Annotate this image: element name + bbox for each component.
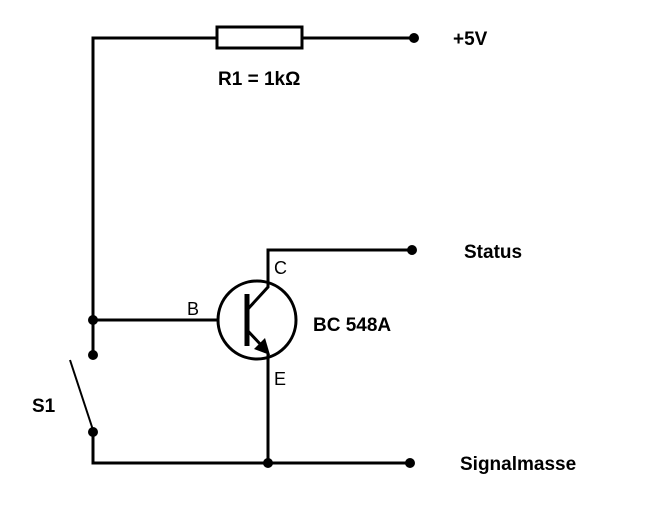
switch-label: S1	[32, 396, 56, 417]
emitter-lead	[244, 327, 265, 349]
transistor-body	[216, 279, 298, 361]
resistor-r1	[215, 25, 304, 50]
collector-lead	[244, 248, 270, 313]
transistor-label: BC 548A	[313, 315, 391, 336]
ground-terminal	[405, 458, 415, 468]
switch-top-contact	[88, 350, 98, 360]
collector-pin-label: C	[274, 258, 287, 278]
status-terminal	[407, 245, 417, 255]
supply-label: +5V	[453, 29, 488, 50]
switch-lever	[69, 359, 94, 431]
supply-terminal	[409, 33, 419, 43]
status-label: Status	[464, 242, 522, 263]
base-pin-label: B	[187, 299, 199, 319]
emitter-arrow-icon	[254, 338, 270, 355]
resistor-label: R1 = 1kΩ	[218, 69, 300, 90]
emitter-pin-label: E	[274, 369, 286, 389]
ground-label: Signalmasse	[460, 454, 576, 475]
